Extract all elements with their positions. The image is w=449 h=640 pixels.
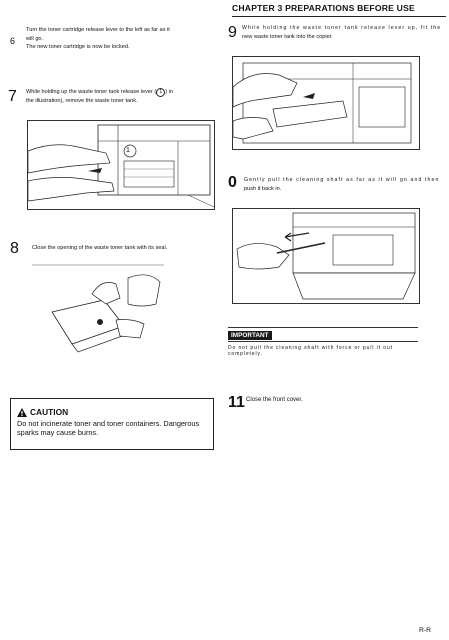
step-7-line1-end: ) in (165, 89, 174, 95)
important-badge: IMPORTANT (228, 331, 272, 340)
header-rule (232, 16, 446, 17)
step-6-number: 6 (10, 36, 16, 46)
step-8-text: Close the opening of the waste toner tan… (32, 245, 168, 251)
important-text: Do not pull the cleaning shaft with forc… (228, 345, 393, 357)
step-6-line3: The new toner cartridge is now be locked… (26, 44, 130, 51)
page-footer: R-R (419, 627, 432, 634)
step-8-illustration (32, 264, 164, 360)
important-rule-bottom (228, 341, 418, 342)
waste-tank-seal-illustration (32, 264, 164, 353)
cleaning-shaft-illustration (236, 212, 416, 300)
step-10-line2: push it back in. (244, 185, 282, 192)
warning-triangle-icon (17, 407, 27, 417)
step-7-illustration: 1 (27, 120, 215, 210)
step-9-line1: While holding the waste toner tank relea… (242, 25, 442, 31)
step-7-number: 7 (8, 88, 17, 105)
caution-line2: sparks may cause burns. (17, 428, 99, 438)
step-6-line2: will go. (26, 35, 44, 42)
caution-title: CAUTION (30, 407, 69, 417)
step-9-number: 9 (228, 24, 237, 41)
step-9-line2: new waste toner tank into the copier. (242, 33, 333, 40)
caution-box: CAUTION Do not incinerate toner and tone… (10, 398, 214, 450)
caution-line1: Do not incinerate toner and toner contai… (17, 419, 200, 428)
step-7-line1: While holding up the waste toner tank re… (26, 89, 157, 95)
step-7-callout: 1 (156, 88, 166, 97)
chapter-header: CHAPTER 3 PREPARATIONS BEFORE USE (232, 3, 415, 13)
step-7-text: While holding up the waste toner tank re… (26, 88, 226, 106)
step-11-text: Close the front cover. (246, 397, 303, 403)
step-6-text: Turn the toner cartridge release lever t… (26, 26, 226, 52)
step-9-text: While holding the waste toner tank relea… (242, 24, 442, 41)
step-7-line2: the illustration), remove the waste tone… (26, 98, 138, 104)
copier-hands-illustration (28, 124, 214, 208)
step-10-text: Gently pull the cleaning shaft as far as… (244, 176, 440, 193)
step-10-line1: Gently pull the cleaning shaft as far as… (244, 177, 440, 183)
step-9-illustration (232, 56, 420, 150)
illustration-callout-1: 1 (126, 147, 130, 154)
insert-tank-illustration (233, 62, 412, 144)
step-11-number: 11 (228, 394, 245, 411)
step-8-number: 8 (10, 240, 19, 257)
step-10-number: 0 (228, 174, 237, 191)
important-rule-top (228, 327, 418, 328)
step-10-illustration (232, 208, 420, 304)
step-6-line1: Turn the toner cartridge release lever t… (26, 27, 170, 33)
